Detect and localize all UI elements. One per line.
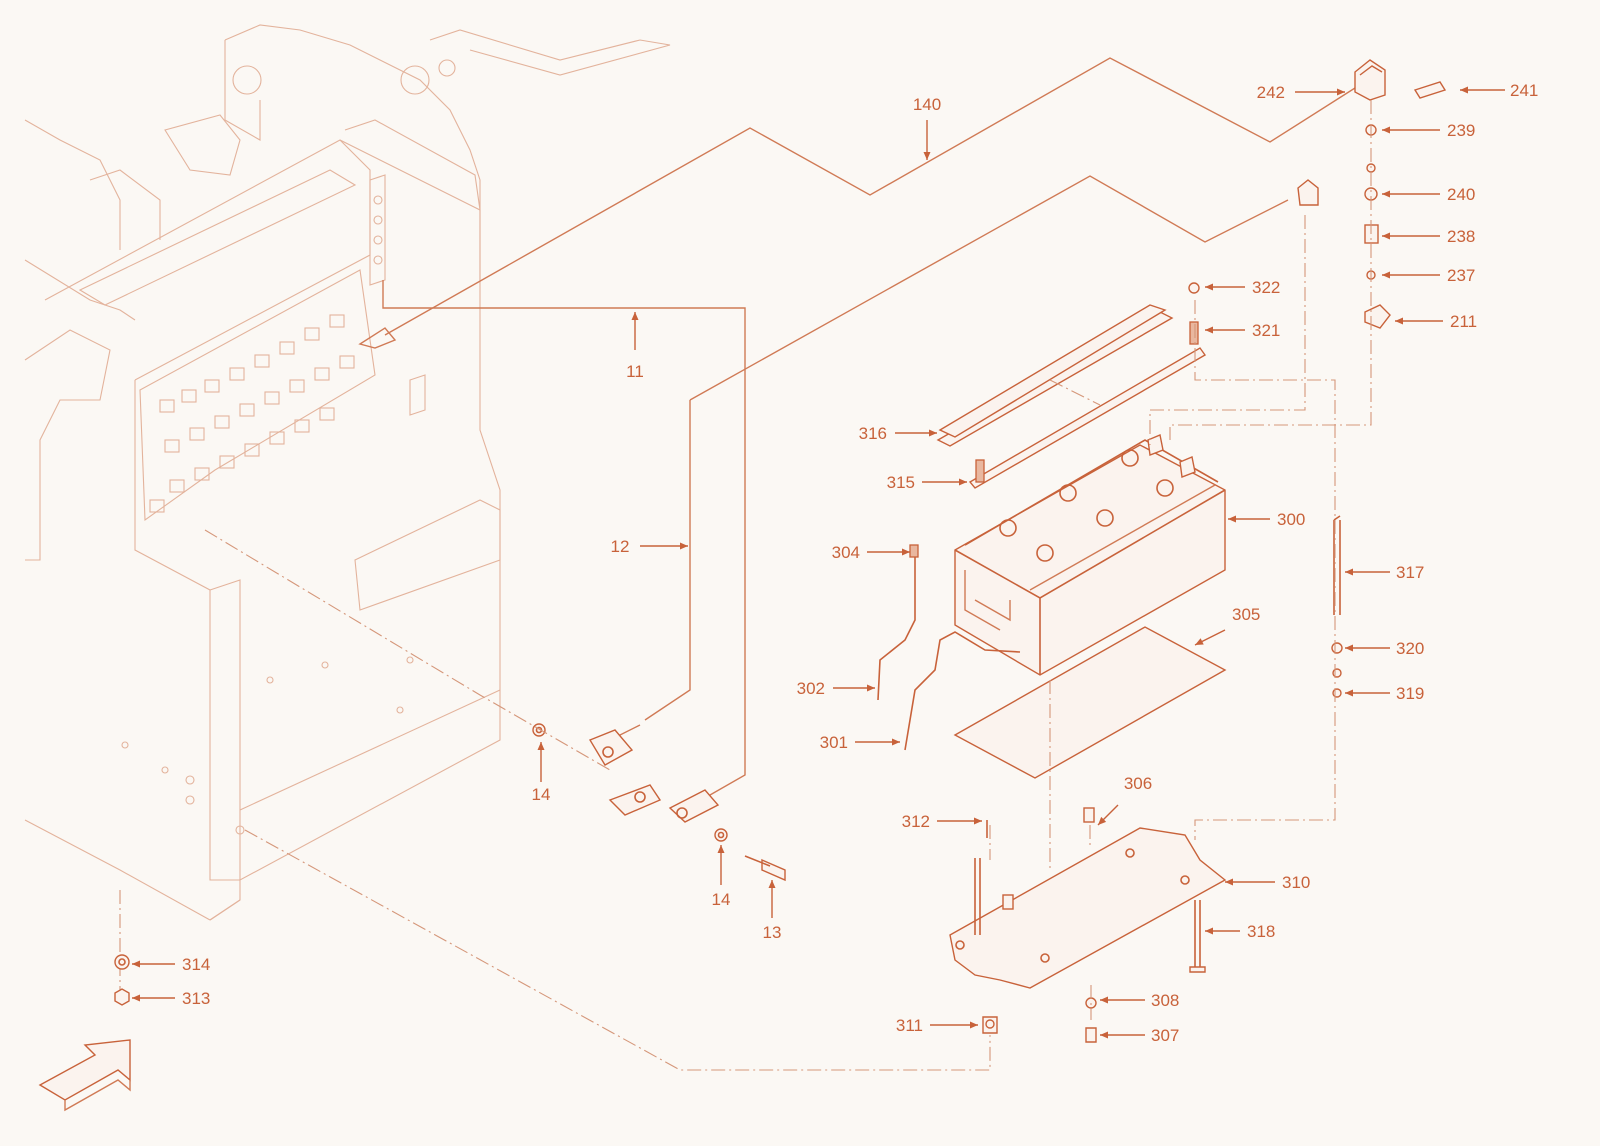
battery-mat <box>953 626 1227 779</box>
callout-313: 313 <box>182 989 210 1008</box>
callout-242-arrowhead <box>1337 88 1345 96</box>
assembly-centerlines <box>119 100 1372 1071</box>
callout-316-arrowhead <box>929 429 937 437</box>
tie-rod <box>1331 515 1343 698</box>
callout-13: 13 <box>763 923 782 942</box>
callout-241-arrowhead <box>1460 86 1468 94</box>
callout-237-arrowhead <box>1382 271 1390 279</box>
battery <box>954 434 1226 676</box>
callout-240: 240 <box>1447 185 1475 204</box>
small-cables <box>877 544 1021 751</box>
callout-301: 301 <box>820 733 848 752</box>
callout-304-arrowhead <box>902 548 910 556</box>
callout-322-arrowhead <box>1205 283 1213 291</box>
callout-238: 238 <box>1447 227 1475 246</box>
callout-239-arrowhead <box>1382 126 1390 134</box>
callout-14b-arrowhead <box>717 845 725 853</box>
callout-237: 237 <box>1447 266 1475 285</box>
callout-307: 307 <box>1151 1026 1179 1045</box>
callout-306: 306 <box>1124 774 1152 793</box>
callout-12: 12 <box>611 537 630 556</box>
bottom-fasteners <box>114 954 130 1006</box>
callout-317-arrowhead <box>1345 568 1353 576</box>
callout-312-arrowhead <box>974 817 982 825</box>
callout-14a: 14 <box>532 785 551 804</box>
machine-frame-outline <box>24 24 671 921</box>
callout-314: 314 <box>182 955 210 974</box>
hold-down-bar <box>936 282 1207 489</box>
callout-211: 211 <box>1450 312 1477 331</box>
callout-11: 11 <box>626 362 644 381</box>
callout-321-arrowhead <box>1205 326 1213 334</box>
callout-311: 311 <box>896 1016 923 1035</box>
callout-12-arrowhead <box>680 542 688 550</box>
callout-238-arrowhead <box>1382 232 1390 240</box>
callout-labels: 140 11 12 14 14 13 242 241 239 240 238 237 211 322 321… <box>132 81 1538 1045</box>
callout-315: 315 <box>887 473 915 492</box>
callout-320-arrowhead <box>1345 644 1353 652</box>
callout-318-arrowhead <box>1205 927 1213 935</box>
callout-310: 310 <box>1282 873 1310 892</box>
callout-140: 140 <box>913 95 941 114</box>
callout-308: 308 <box>1151 991 1179 1010</box>
callout-313-arrowhead <box>132 994 140 1002</box>
callout-305-arrowhead <box>1195 638 1204 645</box>
callout-301-arrowhead <box>892 738 900 746</box>
callout-14a-arrowhead <box>537 742 545 750</box>
callout-319-arrowhead <box>1345 689 1353 697</box>
callout-13-arrowhead <box>768 880 776 888</box>
electrical-cabinet <box>44 119 501 921</box>
callout-242: 242 <box>1257 83 1285 102</box>
callout-140-arrowhead <box>923 152 931 160</box>
cable-140 <box>358 57 1356 349</box>
callout-239: 239 <box>1447 121 1475 140</box>
callout-318: 318 <box>1247 922 1275 941</box>
callout-310-arrowhead <box>1225 878 1233 886</box>
cable-lugs <box>532 723 786 882</box>
callout-11-arrowhead <box>631 312 639 320</box>
callout-317: 317 <box>1396 563 1424 582</box>
callout-320: 320 <box>1396 639 1424 658</box>
callout-314-arrowhead <box>132 960 140 968</box>
callout-308-arrowhead <box>1100 996 1108 1004</box>
callout-300: 300 <box>1277 510 1305 529</box>
callout-302-arrowhead <box>867 684 875 692</box>
callout-316: 316 <box>859 424 887 443</box>
callout-211-arrowhead <box>1395 317 1403 325</box>
callout-321: 321 <box>1252 321 1280 340</box>
callout-14b: 14 <box>712 890 731 909</box>
orientation-arrow-icon <box>38 1039 131 1112</box>
callout-300-arrowhead <box>1228 515 1236 523</box>
callout-241: 241 <box>1510 81 1538 100</box>
callout-302: 302 <box>797 679 825 698</box>
callout-304: 304 <box>832 543 860 562</box>
callout-312: 312 <box>902 812 930 831</box>
callout-240-arrowhead <box>1382 190 1390 198</box>
callout-306-arrowhead <box>1098 816 1107 825</box>
callout-319: 319 <box>1396 684 1424 703</box>
callout-315-arrowhead <box>959 478 967 486</box>
battery-tray <box>949 807 1227 1043</box>
callout-311-arrowhead <box>970 1021 978 1029</box>
callout-305: 305 <box>1232 605 1260 624</box>
cable-11 <box>382 280 746 796</box>
callout-322: 322 <box>1252 278 1280 297</box>
callout-307-arrowhead <box>1100 1031 1108 1039</box>
